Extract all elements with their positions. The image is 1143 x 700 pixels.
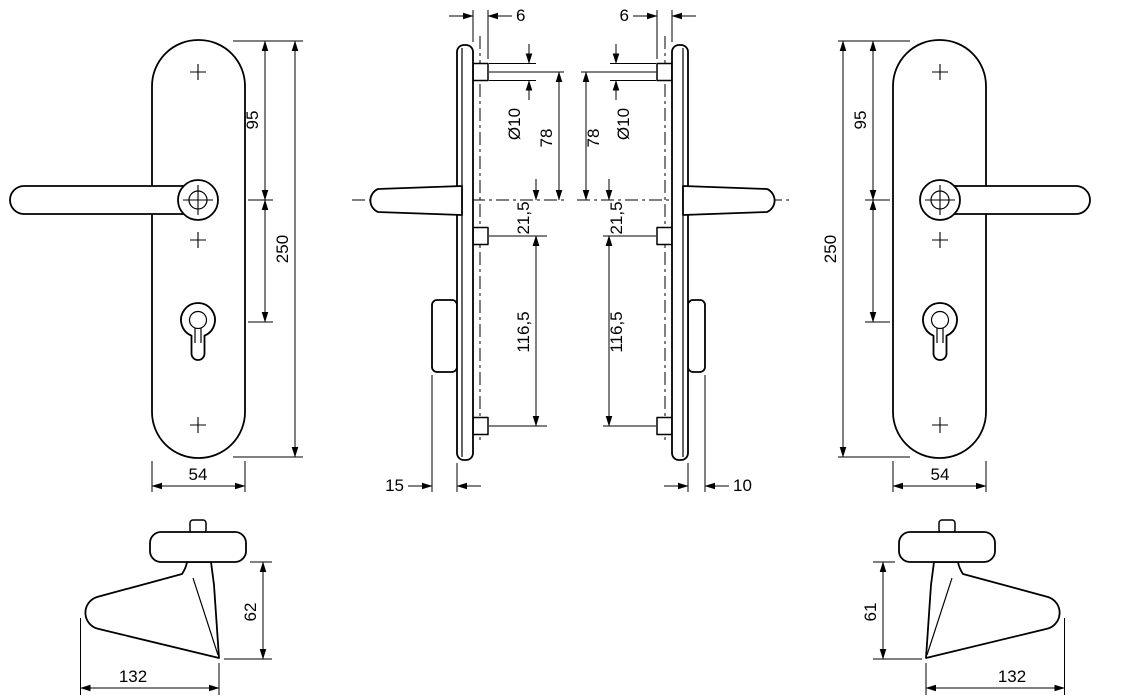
dim-boss-offset-right: 6 [620,6,629,25]
dim-width-left: 54 [189,465,208,484]
screw-cross-mid [190,232,206,248]
dim-grip-height-left: 62 [241,603,260,622]
extension-lines [581,10,706,492]
dim-total-height-left: 250 [273,235,292,263]
screw-cross-top [190,64,206,80]
front-view-right [892,39,1091,459]
fixing-boss-top [656,62,673,82]
front-view-left-dimensions: 95 250 54 [151,40,303,492]
cylinder-keyway [936,328,944,343]
rose-edge [149,531,247,563]
lever-view-right [898,519,1061,659]
dim-mid-to-bottom-left: 116,5 [514,311,533,352]
screw-cross-mid [932,232,948,248]
rose-edge [898,531,996,563]
dim-height-to-handle-left: 95 [243,111,262,130]
lever-view-left [84,519,247,659]
dim-top-to-axis-right: 78 [584,129,603,148]
fixing-boss-bottom [472,416,489,436]
dim-protrusion-right: 10 [733,476,752,495]
profile-view-right [577,36,793,461]
fixing-boss-mid [656,226,673,246]
dim-top-to-axis-left: 78 [537,129,556,148]
fixing-boss-mid [472,226,489,246]
dim-axis-to-mid-right: 21,5 [607,201,626,234]
fixing-boss-bottom [656,416,673,436]
dim-grip-height-right: 61 [861,603,880,622]
front-view-right-dimensions: 95 250 54 [821,40,987,492]
dim-total-height-right: 250 [821,235,840,263]
dim-mid-to-bottom-right: 116,5 [607,311,626,352]
profile-view-right-dimensions: 6 Ø10 78 21,5 116,5 10 [581,6,752,495]
dim-grip-length-left: 132 [119,667,147,686]
screw-cross-bottom [932,417,948,433]
fixing-boss-top [472,62,489,82]
lever-profile [682,185,776,216]
profile-view-left [352,36,568,461]
dim-boss-offset-left: 6 [516,6,525,25]
lever-view-right-dimensions: 61 132 [861,561,1065,695]
lever-profile [369,185,463,216]
grip-mitre-line [192,577,219,656]
dim-grip-length-right: 132 [998,667,1026,686]
screw-cross-top [932,64,948,80]
grip-mitre-line [926,577,953,656]
plate-profile [456,44,474,461]
front-view-left [9,39,246,459]
dim-bolt-dia-left: Ø10 [505,108,524,140]
dim-height-to-handle-right: 95 [851,111,870,130]
lever-grip [84,561,220,659]
lever-handle [9,185,201,215]
backplate [892,39,987,459]
spindle-stub [189,519,207,534]
rose-center-cross [183,185,213,215]
cylinder-guard [431,299,458,373]
cylinder-guard [687,299,706,373]
dim-axis-to-mid-left: 21,5 [514,201,533,234]
cylinder-keyway [194,328,202,343]
backplate [151,39,246,459]
cylinder-core [188,310,208,330]
cylinder-core [930,310,950,330]
rose-center-cross [925,185,955,215]
dim-protrusion-left: 15 [385,476,404,495]
lever-view-left-dimensions: 62 132 [80,561,272,695]
lever-grip [925,561,1061,659]
spindle-stub [938,519,956,534]
screw-cross-bottom [190,417,206,433]
profile-view-left-dimensions: 6 Ø10 78 21,5 116,5 15 [385,6,564,495]
plate-profile [671,44,689,461]
extension-lines [431,10,564,492]
dim-width-right: 54 [931,465,950,484]
dim-bolt-dia-right: Ø10 [614,108,633,140]
